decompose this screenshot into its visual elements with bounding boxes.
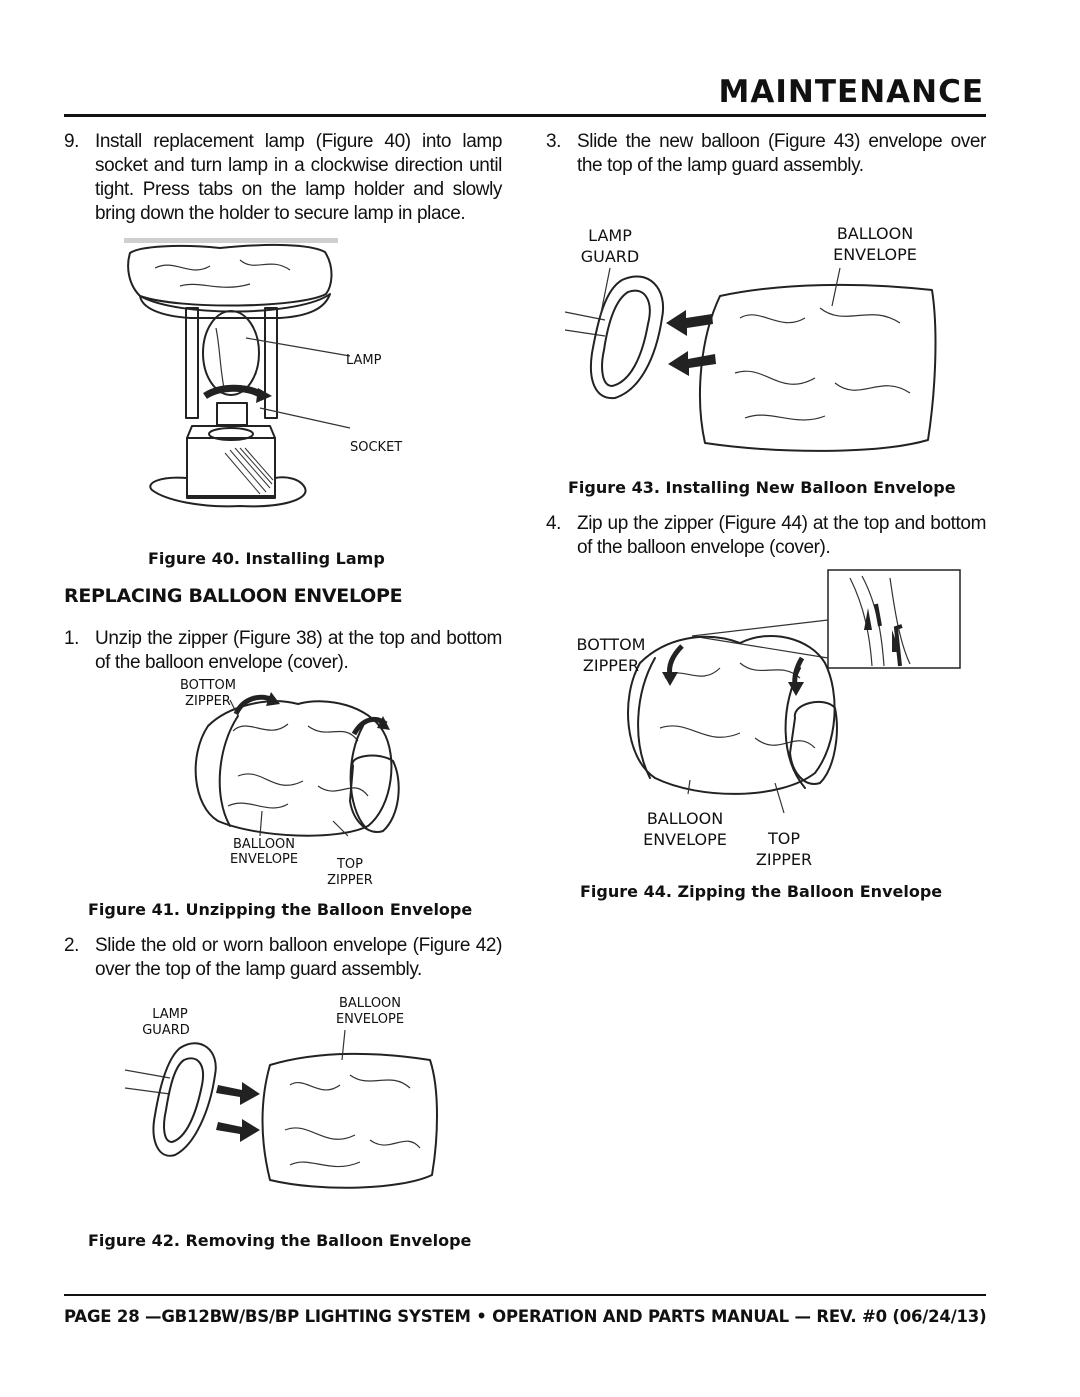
step-number: 3. bbox=[546, 131, 562, 152]
label-balloon-envelope-line1: BALLOON bbox=[646, 809, 724, 828]
label-socket: SOCKET bbox=[350, 440, 403, 455]
step-9: 9. Install replacement lamp (Figure 40) … bbox=[64, 130, 502, 226]
label-balloon-envelope-line2: ENVELOPE bbox=[229, 852, 299, 867]
step-text: Install replacement lamp (Figure 40) int… bbox=[95, 131, 502, 224]
section-title: REPLACING BALLOON ENVELOPE bbox=[64, 585, 403, 607]
step-number: 9. bbox=[64, 131, 80, 152]
figure-43-caption: Figure 43. Installing New Balloon Envelo… bbox=[568, 478, 956, 497]
label-bottom-zipper-line1: BOTTOM bbox=[179, 678, 237, 693]
figure-44-illustration bbox=[627, 569, 961, 814]
label-balloon-envelope-line1: BALLOON bbox=[338, 996, 402, 1011]
label-lamp: LAMP bbox=[346, 353, 382, 368]
label-balloon-envelope-line1: BALLOON bbox=[836, 224, 914, 243]
label-top-zipper-line1: TOP bbox=[336, 857, 363, 872]
footer-rule bbox=[64, 1294, 986, 1296]
label-balloon-envelope-line2: ENVELOPE bbox=[643, 830, 727, 849]
step-1: 1. Unzip the zipper (Figure 38) at the t… bbox=[64, 627, 502, 675]
header-rule bbox=[64, 114, 986, 117]
step-text: Zip up the zipper (Figure 44) at the top… bbox=[577, 513, 986, 558]
step-number: 1. bbox=[64, 628, 80, 649]
label-bottom-zipper-line2: ZIPPER bbox=[582, 656, 640, 675]
step-number: 4. bbox=[546, 513, 562, 534]
label-balloon-envelope-line1: BALLOON bbox=[232, 837, 296, 852]
step-4: 4. Zip up the zipper (Figure 44) at the … bbox=[546, 512, 986, 560]
figure-40-caption: Figure 40. Installing Lamp bbox=[148, 549, 385, 568]
label-lamp-guard-line2: GUARD bbox=[142, 1023, 190, 1038]
step-text: Slide the new balloon (Figure 43) envelo… bbox=[577, 131, 986, 176]
step-2: 2. Slide the old or worn balloon envelop… bbox=[64, 934, 502, 982]
label-lamp-guard-line1: LAMP bbox=[152, 1007, 188, 1022]
label-bottom-zipper-line1: BOTTOM bbox=[576, 635, 646, 654]
label-top-zipper-line2: ZIPPER bbox=[755, 850, 813, 869]
label-balloon-envelope-line2: ENVELOPE bbox=[335, 1012, 405, 1027]
page-header-title: MAINTENANCE bbox=[718, 74, 984, 110]
figure-40-illustration bbox=[124, 238, 351, 508]
figure-44-caption: Figure 44. Zipping the Balloon Envelope bbox=[580, 882, 943, 901]
figure-42-illustration bbox=[124, 1029, 438, 1189]
step-text: Slide the old or worn balloon envelope (… bbox=[95, 935, 502, 980]
label-lamp-guard-line2: GUARD bbox=[580, 247, 640, 266]
page-footer: PAGE 28 —GB12BW/BS/BP LIGHTING SYSTEM • … bbox=[64, 1307, 987, 1326]
step-text: Unzip the zipper (Figure 38) at the top … bbox=[95, 628, 502, 673]
figure-42-caption: Figure 42. Removing the Balloon Envelope bbox=[88, 1231, 472, 1250]
label-top-zipper-line1: TOP bbox=[767, 829, 800, 848]
label-bottom-zipper-line2: ZIPPER bbox=[185, 694, 231, 709]
label-balloon-envelope-line2: ENVELOPE bbox=[833, 245, 917, 264]
step-number: 2. bbox=[64, 935, 80, 956]
figure-41-caption: Figure 41. Unzipping the Balloon Envelop… bbox=[88, 900, 473, 919]
label-top-zipper-line2: ZIPPER bbox=[327, 873, 373, 888]
step-3: 3. Slide the new balloon (Figure 43) env… bbox=[546, 130, 986, 178]
figure-41-illustration bbox=[194, 692, 400, 837]
label-lamp-guard-line1: LAMP bbox=[588, 226, 632, 245]
figure-43-illustration bbox=[564, 267, 937, 452]
